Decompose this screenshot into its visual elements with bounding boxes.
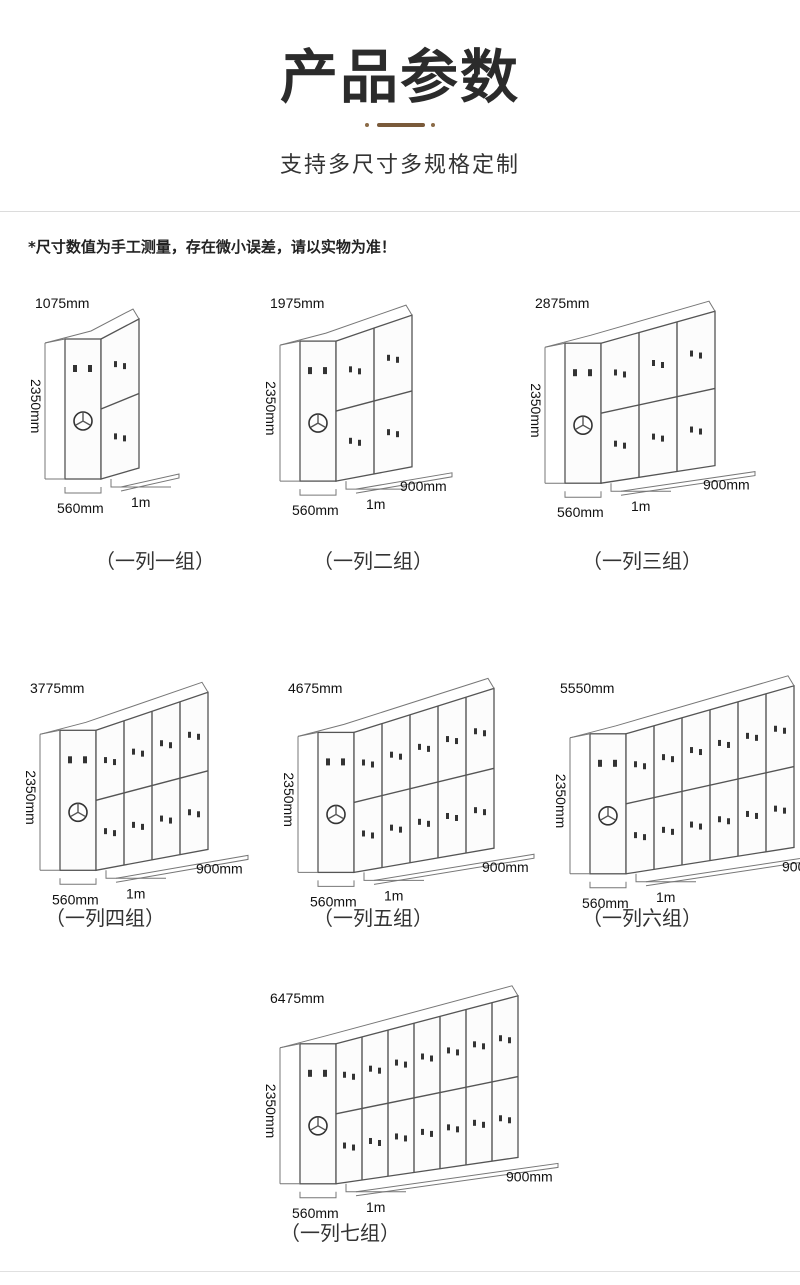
depth-label: 560mm [52,891,99,907]
cabinet-diagram: 5550mm 2350mm 560mm 1m 900mm [553,675,800,911]
page-title: 产品参数 [279,43,520,111]
width-label: 6475mm [270,990,324,1006]
config-caption: （一列六组） [582,906,702,930]
depth-label: 560mm [57,500,104,516]
extension-label: 900mm [196,860,243,876]
depth-label: 560mm [292,502,339,518]
cabinet-diagram: 1075mm 2350mm 560mm 1m [28,295,180,516]
config-caption: （一列三组） [582,549,702,573]
page-subtitle: 支持多尺寸多规格定制 [279,153,520,178]
width-label: 5550mm [560,680,614,696]
config-caption: （一列四组） [45,906,165,930]
extension-label: 900mm [482,859,529,875]
track-label: 1m [656,889,675,905]
control-panel [589,733,627,875]
config-caption: （一列五组） [313,906,433,930]
depth-label: 560mm [557,504,604,520]
control-panel [59,729,97,871]
extension-label: 900mm [782,858,800,874]
title-ornament [365,122,437,128]
control-panel [564,342,602,484]
bottom-divider [0,1271,800,1272]
width-label: 1975mm [270,295,324,311]
track-label: 1m [631,498,650,514]
cabinet-diagram: 3775mm 2350mm 560mm 1m 900mm [23,680,249,907]
divider [0,211,800,212]
height-label: 2350mm [528,383,544,437]
control-panel [299,1043,337,1185]
config-caption: （一列二组） [313,549,433,573]
track-label: 1m [126,885,145,901]
height-label: 2350mm [28,379,44,433]
cabinet-body [600,310,716,484]
config-caption: （一列一组） [95,549,215,573]
width-label: 3775mm [30,680,84,696]
cabinet-diagram: 1975mm 2350mm 560mm 1m 900mm [263,295,453,518]
cabinet-diagram: 2875mm 2350mm 560mm 1m 900mm [528,295,756,520]
config-caption: （一列七组） [280,1221,400,1245]
width-label: 2875mm [535,295,589,311]
width-label: 4675mm [288,680,342,696]
control-panel [317,731,355,874]
depth-label: 560mm [582,895,629,911]
cabinet-diagram: 4675mm 2350mm 560mm 1m 900mm [281,677,535,909]
control-panel [299,340,337,482]
height-label: 2350mm [553,774,569,828]
height-label: 2350mm [263,1084,279,1138]
cabinet-body [335,994,519,1185]
extension-label: 900mm [703,477,750,493]
height-label: 2350mm [263,381,279,435]
track-label: 1m [366,1199,385,1215]
depth-label: 560mm [292,1205,339,1221]
cabinet-body [100,317,140,480]
cabinet-diagram: 6475mm 2350mm 560mm 1m 900mm [263,985,559,1221]
extension-label: 900mm [506,1168,553,1184]
height-label: 2350mm [281,772,297,826]
header: 产品参数 支持多尺寸多规格定制 [0,0,800,210]
track-label: 1m [131,494,150,510]
depth-label: 560mm [310,893,357,909]
cabinet-body [353,687,495,874]
control-panel [64,338,102,480]
measurement-note: *尺寸数值为手工测量，存在微小误差，请以实物为准！ [28,238,396,256]
track-label: 1m [366,496,385,512]
height-label: 2350mm [23,770,39,824]
width-label: 1075mm [35,295,89,311]
extension-label: 900mm [400,478,447,494]
track-label: 1m [384,887,403,903]
